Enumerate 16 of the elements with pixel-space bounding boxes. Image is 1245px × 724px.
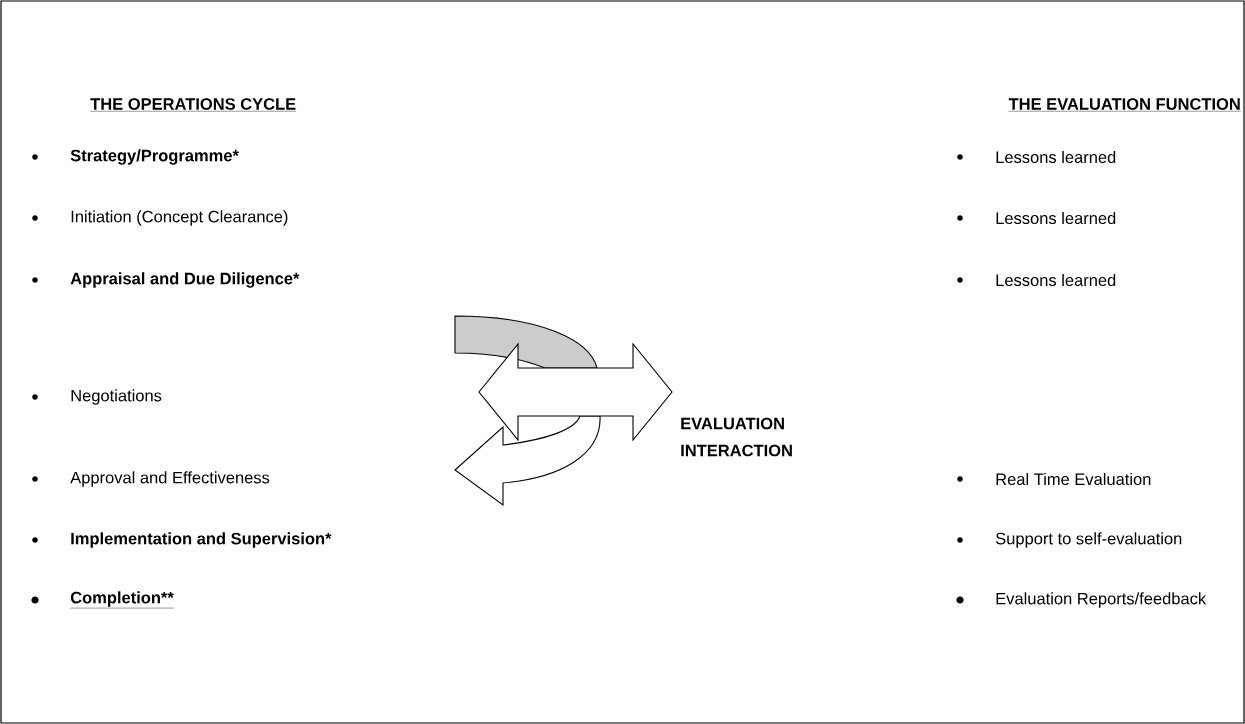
heading: THE OPERATIONS CYCLE: [90, 98, 297, 112]
heading: THE EVALUATION FUNCTION: [1008, 98, 1241, 112]
list-item: Completion**: [31, 591, 174, 609]
center-label: EVALUATION INTERACTION: [681, 417, 792, 457]
list-item: Appraisal and Due Diligence*: [32, 272, 300, 288]
list-item: Negotiations: [32, 389, 162, 405]
list-item: Initiation (Concept Clearance): [32, 210, 288, 226]
list-item: Strategy/Programme*: [32, 149, 239, 165]
list-item: Lessons learned: [957, 273, 1116, 287]
list-item: Real Time Evaluation: [957, 472, 1151, 486]
list-item: Lessons learned: [957, 211, 1116, 225]
list-item: Implementation and Supervision*: [32, 532, 332, 548]
list-item: Evaluation Reports/feedback: [956, 592, 1207, 608]
list-item: Lessons learned: [957, 150, 1116, 164]
list-item: Support to self-evaluation: [957, 532, 1182, 548]
list-item: Approval and Effectiveness: [32, 471, 270, 487]
